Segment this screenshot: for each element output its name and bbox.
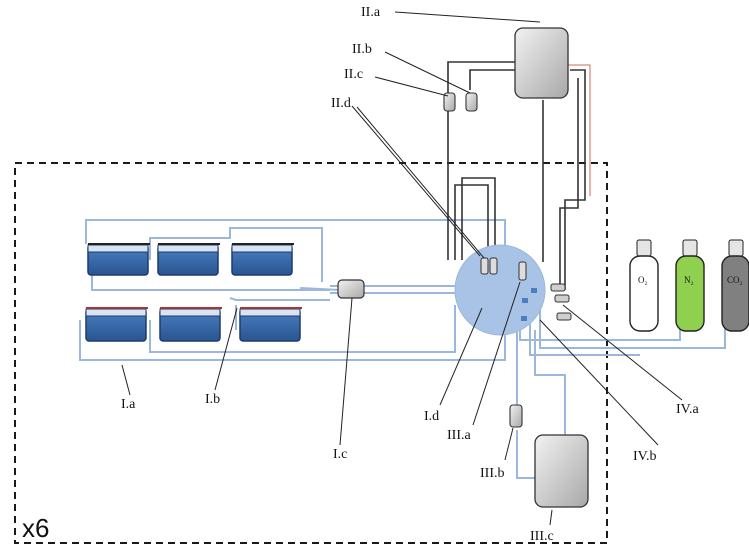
label-II-d: II.d [331,96,351,111]
label-III-a: III.a [447,428,471,443]
n2-label: N₂ [684,275,694,285]
probe-pair-left [480,257,489,275]
label-I-a: I.a [121,397,136,412]
multiplier-label: x6 [22,513,49,543]
aquarium-tank [239,307,302,342]
o2-label: O₂ [638,275,648,285]
label-II-c: II.c [344,67,363,82]
flow-meter-III-b [509,404,523,428]
controller-box [514,27,569,99]
label-I-c: I.c [333,447,347,462]
red-tube [568,64,591,196]
dashed-system-boundary [14,162,608,544]
co2-cylinder: CO₂ [721,239,749,332]
gas-inlet-3 [521,316,527,321]
aquarium-tank [87,243,150,276]
blue-tubing [79,219,726,479]
label-IV-b: IV.b [633,449,656,464]
n2-cylinder: N₂ [675,239,705,332]
valve-II-b [465,92,478,112]
label-II-a: II.a [361,5,381,20]
o2-cylinder: O₂ [629,239,659,332]
label-III-c: III.c [530,529,554,544]
co2-label: CO₂ [727,275,743,285]
aquarium-tank [159,307,222,342]
valve-II-c [443,92,456,112]
leader-lines [121,11,683,526]
valve-IV-a-3 [556,312,572,321]
aquarium-tank [157,243,220,276]
label-I-d: I.d [424,409,439,424]
gas-inlet-2 [522,298,528,303]
sensor-probe [518,261,527,281]
label-I-b: I.b [205,392,220,407]
probe-pair-right [489,257,498,275]
dark-tubing [447,61,586,290]
valve-IV-a-1 [550,283,566,292]
aquarium-tank [85,307,148,342]
label-II-b: II.b [352,42,372,57]
aquarium-tank [231,243,294,276]
label-IV-a: IV.a [676,402,699,417]
aquaria-group [85,243,302,342]
reservoir-box [534,434,589,508]
gas-cylinders: O₂ N₂ CO₂ [629,239,749,332]
gas-inlet-1 [531,288,537,293]
label-III-b: III.b [480,466,505,481]
valve-IV-a-2 [554,294,570,303]
junction-box [337,279,365,299]
